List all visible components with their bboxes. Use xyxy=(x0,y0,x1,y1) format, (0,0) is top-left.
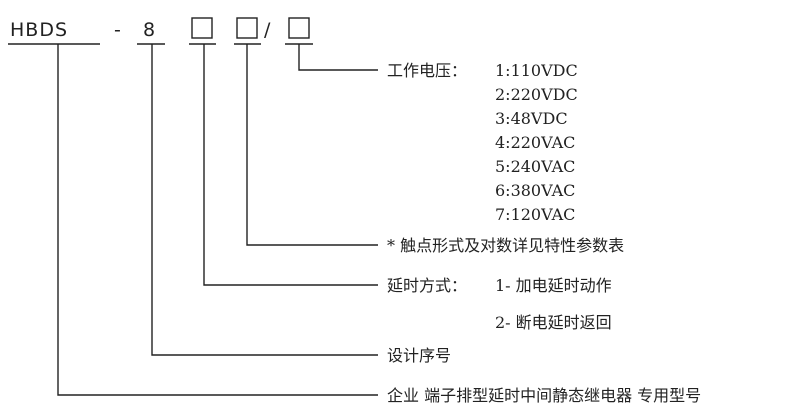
placeholder-box-contact xyxy=(236,17,258,39)
contact-form-note: * 触点形式及对数详见特性参数表 xyxy=(387,236,624,255)
voltage-option: 5:240VAC xyxy=(495,157,575,176)
leader-delay xyxy=(203,44,378,286)
delay-mode-title: 延时方式： xyxy=(387,276,467,295)
voltage-option: 3:48VDC xyxy=(495,109,568,128)
voltage-option: 1:110VDC xyxy=(495,61,578,80)
product-type-label: 企业 端子排型延时中间静态继电器 专用型号 xyxy=(387,386,701,405)
leader-product-type xyxy=(57,44,378,396)
placeholder-box-delay xyxy=(191,17,213,39)
voltage-option: 6:380VAC xyxy=(495,181,575,200)
code-dash: - xyxy=(114,19,122,41)
voltage-option: 4:220VAC xyxy=(495,133,575,152)
leader-contact xyxy=(246,44,378,246)
placeholder-box-voltage xyxy=(288,17,310,39)
code-slash: / xyxy=(264,19,271,41)
design-number-label: 设计序号 xyxy=(387,346,451,365)
code-design-digit: 8 xyxy=(143,19,156,41)
code-prefix: HBDS xyxy=(10,19,68,41)
model-code: HBDS - 8 / xyxy=(10,17,310,41)
voltage-title: 工作电压： xyxy=(387,61,467,80)
delay-mode-annotation: 延时方式： 1- 加电延时动作 2- 断电延时返回 xyxy=(387,276,612,332)
leader-lines xyxy=(57,44,378,396)
voltage-annotation: 工作电压： 1:110VDC 2:220VDC 3:48VDC 4:220VAC… xyxy=(387,61,578,224)
delay-mode-option: 1- 加电延时动作 xyxy=(495,276,612,295)
voltage-option: 7:120VAC xyxy=(495,205,575,224)
voltage-option: 2:220VDC xyxy=(495,85,578,104)
leader-voltage xyxy=(298,44,378,71)
delay-mode-option: 2- 断电延时返回 xyxy=(495,313,612,332)
leader-design-number xyxy=(151,44,378,356)
